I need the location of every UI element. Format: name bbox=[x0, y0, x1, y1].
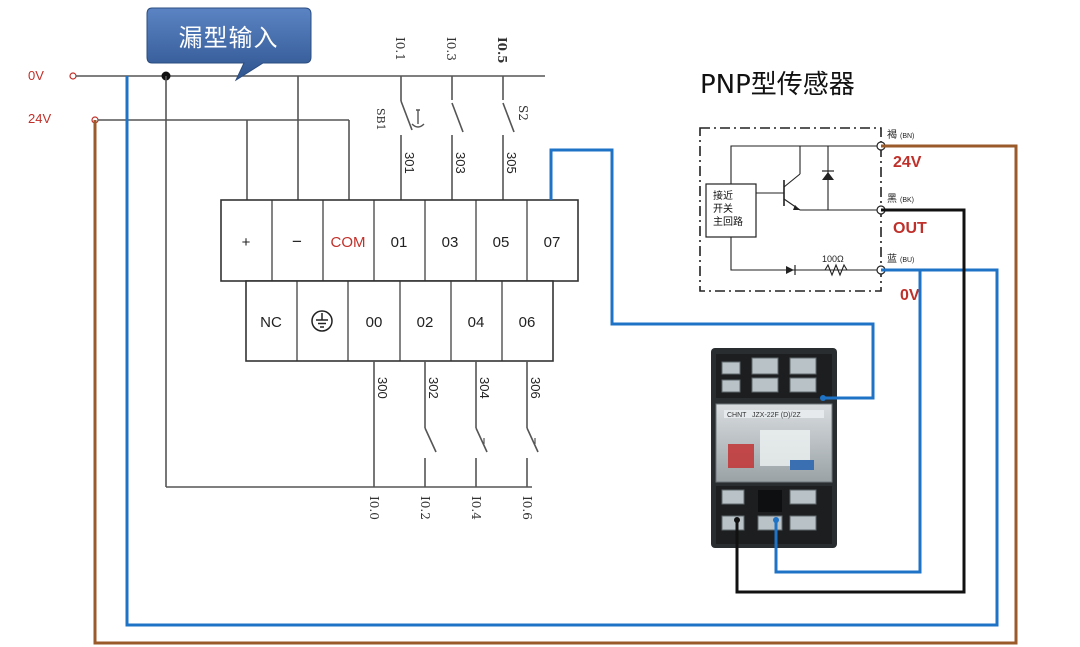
rail-0v-label: 0V bbox=[28, 68, 44, 83]
terminal-label: 00 bbox=[366, 314, 383, 331]
ground-icon bbox=[311, 310, 333, 332]
address-label: I0.3 bbox=[444, 37, 458, 61]
terminal-label: 06 bbox=[519, 314, 536, 331]
wire-number: 305 bbox=[504, 152, 519, 174]
terminal-label: 07 bbox=[544, 234, 561, 251]
terminal-label: 02 bbox=[417, 314, 434, 331]
pin-color: 褐 bbox=[887, 128, 897, 141]
pin-code: (BK) bbox=[900, 197, 914, 204]
wire-number: 306 bbox=[528, 377, 543, 399]
sink-input-callout bbox=[146, 7, 312, 82]
terminal-label: NC bbox=[260, 314, 282, 331]
terminal-label: − bbox=[292, 232, 302, 251]
blue-wire-return bbox=[125, 76, 999, 627]
switch-label: SB1 bbox=[374, 108, 387, 131]
address-label: I0.0 bbox=[367, 496, 381, 520]
wire-number: 300 bbox=[375, 377, 390, 399]
terminal-label: COM bbox=[331, 234, 366, 251]
wire-number: 302 bbox=[426, 377, 441, 399]
pin-code: (BU) bbox=[900, 257, 914, 264]
address-label: I0.6 bbox=[520, 496, 534, 520]
pin-color: 黑 bbox=[887, 193, 897, 205]
terminal-label: 05 bbox=[493, 234, 510, 251]
sensor-title: PNP型传感器 bbox=[700, 70, 855, 100]
address-label: I0.4 bbox=[469, 496, 483, 520]
terminal-label: + bbox=[242, 234, 251, 251]
terminal-label: 03 bbox=[442, 234, 459, 251]
pin-signal: 0V bbox=[900, 287, 920, 304]
wire-number: 303 bbox=[453, 152, 468, 174]
resistor-value: 100Ω bbox=[822, 254, 844, 264]
wire-number: 301 bbox=[402, 152, 417, 174]
terminal-block: + − COM 01 03 05 07 NC 00 02 04 06 bbox=[220, 199, 579, 362]
pin-color: 蓝 bbox=[887, 253, 897, 265]
blue-wire-output bbox=[549, 148, 875, 400]
sensor-block-line: 主回路 bbox=[713, 215, 743, 228]
address-label: I0.2 bbox=[418, 496, 432, 520]
terminal-label: 01 bbox=[391, 234, 408, 251]
relay-model: JZX-22F (D)/2Z bbox=[752, 412, 801, 419]
address-label: I0.5 bbox=[495, 37, 509, 64]
sensor-block-line: 开关 bbox=[713, 202, 733, 215]
address-label: I0.1 bbox=[393, 37, 407, 61]
pin-code: (BN) bbox=[900, 133, 914, 140]
sink-input-callout-text: 漏型输入 bbox=[178, 23, 279, 52]
rail-24v: 24V bbox=[28, 111, 349, 126]
switch-label: S2 bbox=[516, 105, 530, 121]
bottom-inputs: 300 302 304 306 I0.0 I0.2 I0.4 I0.6 bbox=[367, 361, 543, 520]
pin-signal: OUT bbox=[893, 220, 927, 237]
blue-wire-sensor-0v bbox=[774, 270, 922, 574]
top-inputs: I0.1 I0.3 I0.5 SB1 S2 301 303 305 bbox=[374, 37, 530, 200]
pin-signal: 24V bbox=[893, 154, 922, 171]
terminal-label: 04 bbox=[468, 314, 485, 331]
relay-brand: CHNT bbox=[727, 412, 747, 419]
relay-module: CHNT JZX-22F (D)/2Z bbox=[711, 348, 837, 548]
rail-24v-label: 24V bbox=[28, 111, 51, 126]
rail-0v: 0V bbox=[28, 68, 545, 83]
brown-wire-24v bbox=[93, 120, 1018, 645]
black-wire-out bbox=[735, 208, 966, 594]
sensor-block-line: 接近 bbox=[713, 189, 733, 202]
pnp-sensor-schematic: 接近 开关 主回路 100Ω 褐 (BN) 24V 黑 (BK) bbox=[699, 127, 927, 304]
wire-number: 304 bbox=[477, 377, 492, 399]
